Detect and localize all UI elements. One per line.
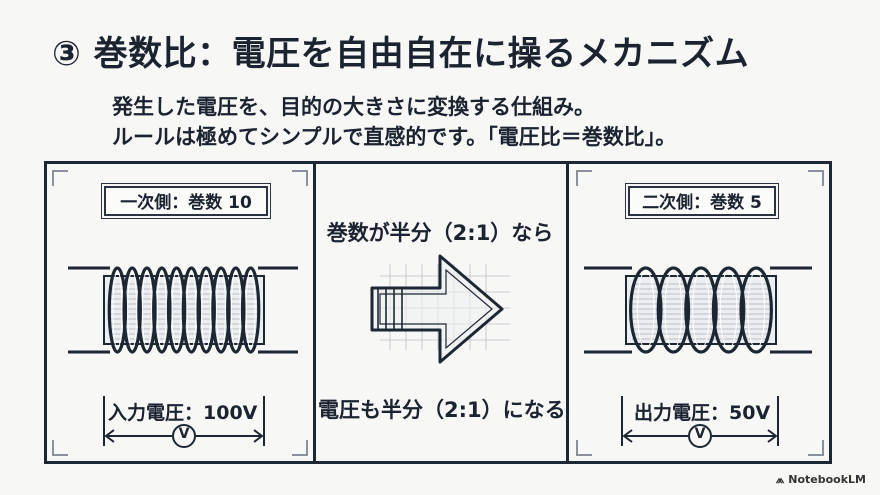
right-divider xyxy=(566,161,569,464)
corner-mark xyxy=(292,170,308,186)
input-voltage-label: 入力電圧：100V xyxy=(108,402,258,424)
primary-side-label: 一次側：巻数 10 xyxy=(101,183,271,219)
corner-mark xyxy=(576,440,592,456)
corner-mark xyxy=(576,170,592,186)
corner-mark xyxy=(52,170,68,186)
logo-text: NotebookLM xyxy=(788,473,866,486)
diagram-frame xyxy=(44,161,832,464)
corner-mark xyxy=(808,440,824,456)
voltmeter-symbol: V xyxy=(694,426,706,442)
voltmeter-symbol: V xyxy=(178,426,190,442)
left-divider xyxy=(313,161,316,464)
page-title: ③ 巻数比：電圧を自由自在に操るメカニズム xyxy=(52,34,750,74)
output-voltage-label: 出力電圧：50V xyxy=(634,402,771,424)
turns-ratio-text: 巻数が半分（2:1）なら xyxy=(326,221,554,245)
corner-mark xyxy=(52,440,68,456)
logo-icon: ⩕ xyxy=(775,473,789,486)
description-line-1: 発生した電圧を、目的の大きさに変換する仕組み。 xyxy=(112,95,595,119)
description-line-2: ルールは極めてシンプルで直感的です。「電圧比＝巻数比」。 xyxy=(112,125,677,149)
notebooklm-logo: ⩕ NotebookLM xyxy=(776,473,866,487)
corner-mark xyxy=(808,170,824,186)
voltage-ratio-text: 電圧も半分（2:1）になる xyxy=(318,398,566,422)
corner-mark xyxy=(292,440,308,456)
secondary-side-label: 二次側：巻数 5 xyxy=(625,183,779,219)
